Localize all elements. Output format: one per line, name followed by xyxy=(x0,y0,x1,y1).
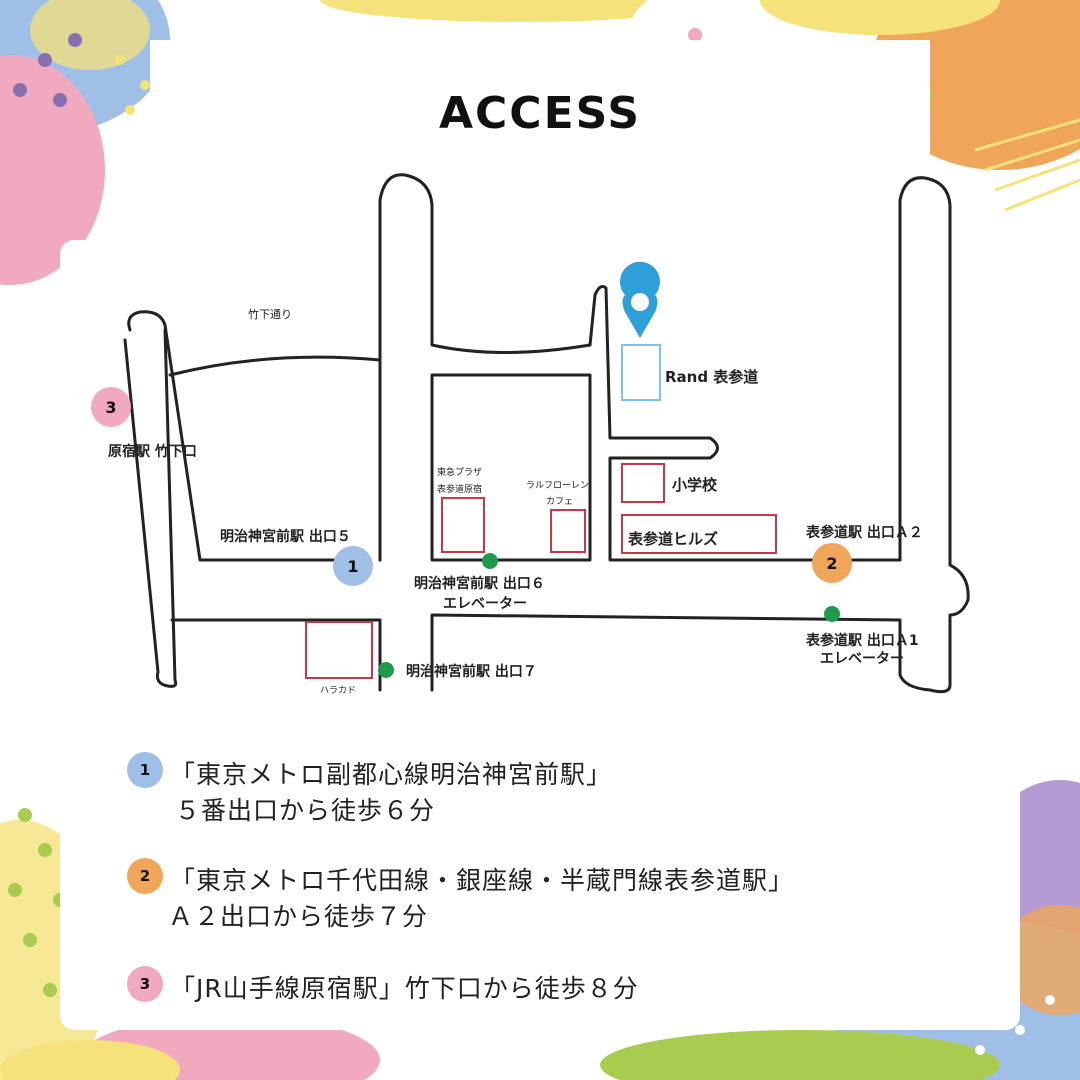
map-badge-2: 2 xyxy=(812,543,852,583)
map-badge-1: 1 xyxy=(333,546,373,586)
tokyu-plaza-label-2: 表参道原宿 xyxy=(437,485,483,495)
exit7-dot xyxy=(378,662,394,678)
harakado-label: ハラカド xyxy=(320,686,357,696)
direction-2-line1: 「東京メトロ千代田線・銀座線・半蔵門線表参道駅」 xyxy=(170,866,795,895)
direction-badge-1: 1 xyxy=(127,752,163,788)
direction-1-line2: ５番出口から徒歩６分 xyxy=(175,796,436,825)
direction-3-line1: 「JR山手線原宿駅」竹下口から徒歩８分 xyxy=(170,974,639,1003)
building-harakado xyxy=(305,621,373,679)
exit-label-meiji-5: 明治神宮前駅 出口５ xyxy=(220,529,351,545)
building-ralph-cafe xyxy=(550,509,586,553)
building-school xyxy=(621,463,665,503)
exit-label-omotesando-a1-line1: 表参道駅 出口Ａ1 xyxy=(806,633,919,649)
tokyu-plaza-label-1: 東急プラザ xyxy=(437,468,483,478)
direction-badge-2: 2 xyxy=(127,858,163,894)
map-badge-3: 3 xyxy=(91,387,131,427)
school-label: 小学校 xyxy=(672,476,718,494)
building-hills xyxy=(621,514,777,554)
exit-label-omotesando-a1-line2: エレベーター xyxy=(820,651,904,667)
a1-elevator-dot xyxy=(824,606,840,622)
building-tokyu-plaza xyxy=(441,497,485,553)
exit-label-meiji-6-line1: 明治神宮前駅 出口６ xyxy=(414,576,545,592)
direction-2-line2: Ａ２出口から徒歩７分 xyxy=(168,902,429,931)
exit-label-meiji-6-line2: エレベーター xyxy=(443,596,527,612)
direction-badge-3: 3 xyxy=(127,966,163,1002)
road-left-diagonal xyxy=(127,310,367,562)
ralph-label-1: ラルフローレン xyxy=(526,481,590,491)
ralph-label-2: カフェ xyxy=(546,497,574,507)
hills-label: 表参道ヒルズ xyxy=(628,530,719,548)
street-label-takeshita: 竹下通り xyxy=(248,308,292,321)
page-title: ACCESS xyxy=(438,88,642,139)
target-label: Rand 表参道 xyxy=(665,368,759,386)
exit-label-harajuku: 原宿駅 竹下口 xyxy=(108,444,197,460)
location-pin-icon xyxy=(619,261,660,338)
exit-label-omotesando-a2: 表参道駅 出口Ａ２ xyxy=(806,525,923,541)
direction-1-line1: 「東京メトロ副都心線明治神宮前駅」 xyxy=(170,760,613,789)
building-target xyxy=(621,344,661,401)
exit6-elevator-dot xyxy=(482,553,498,569)
exit-label-meiji-7: 明治神宮前駅 出口７ xyxy=(406,664,537,680)
